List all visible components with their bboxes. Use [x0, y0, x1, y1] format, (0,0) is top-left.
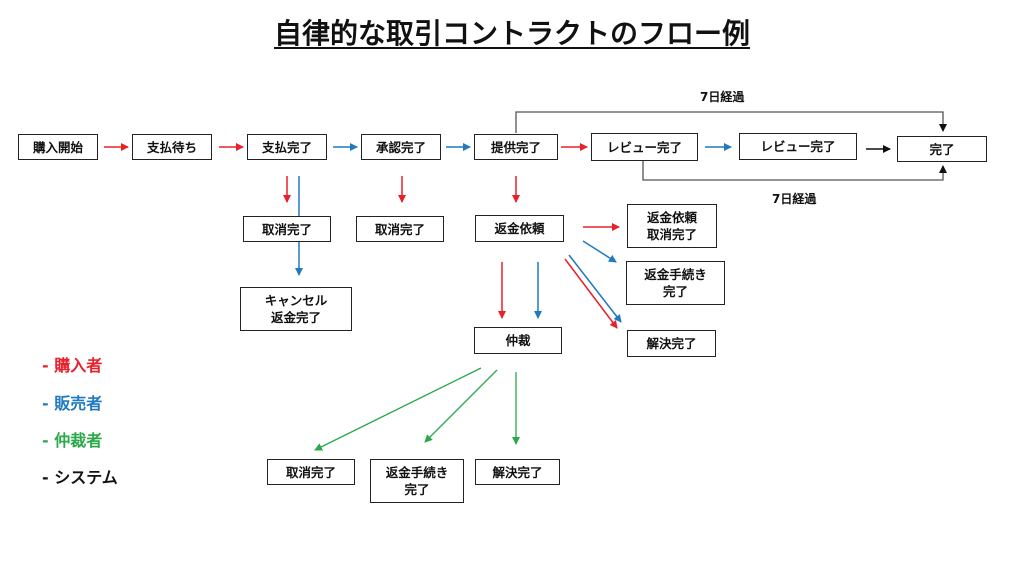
box-refund-request: 返金依頼 — [475, 215, 564, 242]
box-review-complete-2: レビュー完了 — [739, 133, 857, 160]
arrow-refund-to-procedure — [582, 240, 617, 263]
box-cancel-after-approval: 取消完了 — [356, 216, 444, 242]
box-payment-waiting: 支払待ち — [132, 134, 212, 160]
timeout-path-top — [515, 111, 947, 133]
box-complete: 完了 — [897, 136, 987, 162]
page-title: 自律的な取引コントラクトのフロー例 — [273, 17, 750, 50]
box-arb-resolution: 解決完了 — [475, 459, 560, 485]
legend-seller: - 販売者 — [42, 394, 103, 413]
box-provision-complete: 提供完了 — [474, 134, 558, 160]
box-arbitration: 仲裁 — [474, 327, 562, 354]
box-refund-procedure: 返金手続き完了 — [626, 261, 725, 305]
arrow-refund-to-resolution-blue — [568, 254, 622, 323]
legend-system: - システム — [42, 468, 118, 487]
box-refund-request-cancel: 返金依頼取消完了 — [627, 204, 717, 248]
box-cancel-after-payment: 取消完了 — [243, 216, 331, 242]
arrow-arb-to-refund — [424, 369, 498, 443]
legend-buyer: - 購入者 — [42, 356, 103, 375]
box-arb-refund-procedure: 返金手続き完了 — [370, 459, 464, 503]
box-payment-complete: 支払完了 — [247, 134, 327, 160]
legend-arbitrator: - 仲裁者 — [42, 431, 103, 450]
box-purchase-start: 購入開始 — [18, 134, 98, 160]
box-cancel-refund: キャンセル返金完了 — [240, 287, 352, 331]
timeout-label-bottom: 7日経過 — [772, 192, 817, 206]
box-approval-complete: 承認完了 — [361, 134, 441, 160]
arrow-arb-to-cancel — [314, 367, 482, 451]
timeout-label-top: 7日経過 — [700, 90, 745, 104]
arrow-refund-to-resolution-red — [564, 258, 618, 329]
box-arb-cancel: 取消完了 — [267, 459, 355, 485]
timeout-path-bottom — [642, 161, 947, 181]
box-review-complete-1: レビュー完了 — [591, 133, 698, 161]
box-resolution-complete: 解決完了 — [627, 330, 716, 357]
